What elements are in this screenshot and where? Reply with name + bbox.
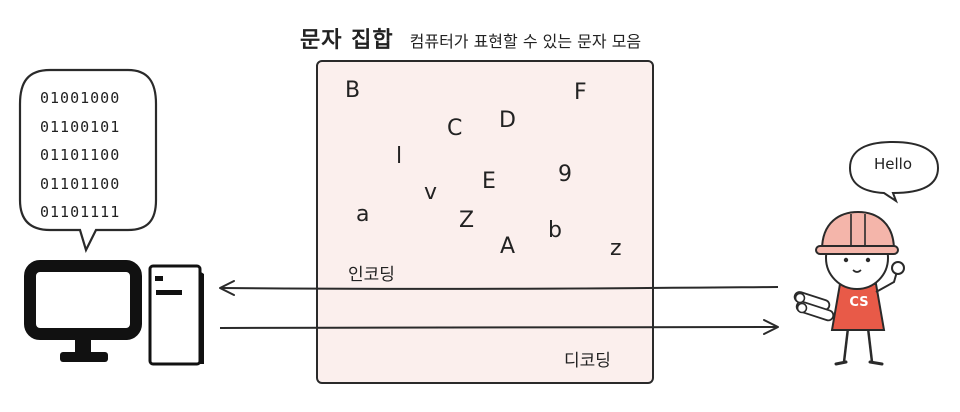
helmet-icon — [815, 210, 899, 255]
diagram-subtitle: 컴퓨터가 표현할 수 있는 문자 모음 — [409, 32, 642, 51]
char-Z: Z — [459, 208, 475, 233]
scroll-icon — [793, 291, 835, 322]
char-a: a — [356, 202, 370, 227]
pc-tower-icon — [148, 264, 204, 366]
char-C: C — [447, 116, 463, 141]
char-l: l — [396, 144, 403, 169]
char-F: F — [574, 80, 587, 105]
binary-line: 01100101 — [40, 117, 121, 136]
cs-badge: CS — [849, 295, 869, 310]
binary-line: 01101111 — [40, 203, 121, 221]
char-v: v — [424, 180, 438, 205]
binary-lines: 01001000 01100101 01101100 01101100 0110… — [40, 84, 140, 227]
encoding-arrow — [219, 280, 779, 296]
hello-text: Hello — [873, 155, 913, 173]
char-A: A — [500, 234, 516, 259]
diagram-header: 문자 집합 컴퓨터가 표현할 수 있는 문자 모음 — [300, 22, 641, 56]
char-D: D — [499, 108, 516, 133]
char-9: 9 — [558, 162, 572, 187]
diagram-title: 문자 집합 — [300, 28, 394, 53]
decoding-arrow — [219, 319, 779, 335]
character-set-box: B F C D l 9 E v a Z b A z 인코딩 디코딩 — [316, 60, 654, 384]
person-illustration — [793, 210, 905, 366]
char-z: z — [610, 236, 622, 261]
char-E: E — [482, 169, 496, 194]
char-b: b — [548, 218, 562, 243]
decoding-label: 디코딩 — [564, 351, 611, 371]
char-B: B — [345, 78, 361, 103]
binary-line: 01101100 — [40, 174, 121, 193]
binary-speech-bubble — [18, 68, 158, 253]
hello-speech-bubble — [848, 140, 940, 204]
binary-line: 01001000 — [40, 89, 121, 107]
binary-line: 01101100 — [40, 146, 121, 164]
encoding-label: 인코딩 — [348, 265, 395, 285]
monitor-icon — [24, 260, 142, 362]
